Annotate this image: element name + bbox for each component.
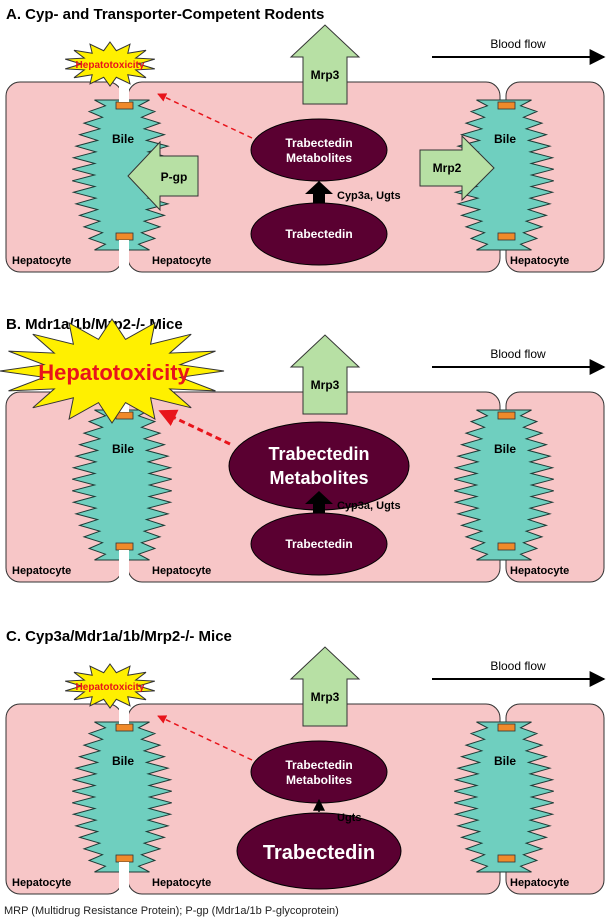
panel-b-toxicity-arrow [158, 409, 231, 446]
panel-c-bile-canaliculus-1 [71, 721, 173, 873]
panel-a-blood-flow-label: Blood flow [490, 37, 546, 51]
panel-a-mrp3-arrow [289, 24, 361, 105]
panel-a-pgp-arrow [127, 140, 199, 212]
panel-c-blood-flow-label: Blood flow [490, 659, 546, 673]
panel-c-mrp3-arrow [289, 646, 361, 727]
panel-b-hepatocyte-label: Hepatocyte [12, 565, 71, 577]
panel-c-hepatocyte-label: Hepatocyte [12, 877, 71, 889]
panel-a-canal-gap [119, 240, 129, 272]
panel-b-hepatocyte-label: Hepatocyte [152, 565, 211, 577]
panel-b-metabolites-label-2: Metabolites [269, 468, 368, 488]
panel-a-metabolites-node [250, 118, 388, 182]
panel-b-enzyme-label: Cyp3a, Ugts [337, 500, 401, 512]
panel-a-title: A. Cyp- and Transporter-Competent Rodent… [6, 6, 324, 23]
panel-c-metabolites-label-2: Metabolites [286, 773, 352, 787]
panel-a-pump [497, 232, 516, 241]
panel-c-metabolites-node [250, 740, 388, 804]
panel-a-conversion-arrow [305, 181, 333, 203]
panel-c-canal-gap [119, 704, 129, 724]
panel-a-group: A. Cyp- and Transporter-Competent Rodent… [5, 6, 606, 273]
panel-c-pump [497, 723, 516, 732]
panel-b-title: B. Mdr1a/1b/Mrp2-/- Mice [6, 316, 183, 333]
panel-b-hepatotoxicity-burst [0, 318, 225, 424]
panel-c-hepatocyte-label: Hepatocyte [152, 877, 211, 889]
panel-b-blood-flow-label: Blood flow [490, 347, 546, 361]
panel-a-pump [497, 101, 516, 110]
panel-c-canal-gap [119, 862, 129, 894]
panel-c-pump [497, 854, 516, 863]
panel-a-enzyme-label: Cyp3a, Ugts [337, 190, 401, 202]
panel-c-hepatotoxicity-label: Hepatotoxicity [76, 682, 145, 693]
panel-b-bile-canaliculus-2 [453, 409, 555, 561]
panel-c-enzyme-label: Ugts [337, 812, 361, 824]
panel-c-title: C. Cyp3a/Mdr1a/1b/Mrp2-/- Mice [6, 628, 232, 645]
panel-b-hepatotoxicity-label: Hepatotoxicity [38, 360, 190, 385]
panel-a-mrp2-arrow [419, 134, 495, 202]
panel-c-bile-label: Bile [112, 754, 134, 768]
panel-a-metabolites-label-2: Metabolites [286, 151, 352, 165]
panel-a-trabectedin-label: Trabectedin [285, 227, 352, 241]
panel-c-trabectedin-node [236, 812, 402, 890]
panel-a-hepatotoxicity-burst [65, 41, 155, 87]
panel-a-bile-label: Bile [112, 132, 134, 146]
panel-c-trabectedin-label: Trabectedin [263, 842, 375, 864]
panel-b-trabectedin-label: Trabectedin [285, 537, 352, 551]
panel-b-mrp3-arrow [289, 334, 361, 415]
panel-a-canal-gap [119, 82, 129, 102]
panel-a-bile-canaliculus-1 [71, 99, 173, 251]
panel-b-mrp3-label: Mrp3 [311, 378, 340, 392]
panel-b-bile-label: Bile [494, 442, 516, 456]
panel-b-pump [497, 411, 516, 420]
panel-a-mrp2-label: Mrp2 [433, 161, 462, 175]
panel-c-mrp3-label: Mrp3 [311, 690, 340, 704]
panel-a-bile-label: Bile [494, 132, 516, 146]
panel-b-conversion-arrow [305, 491, 333, 513]
panel-b-pump [497, 542, 516, 551]
panel-a-hepatocyte-label: Hepatocyte [12, 255, 71, 267]
panel-b-bile-label: Bile [112, 442, 134, 456]
panel-a-hepatocyte-label: Hepatocyte [510, 255, 569, 267]
panel-b-bile-canaliculus-1 [71, 409, 173, 561]
panel-a-hepatocyte-label: Hepatocyte [152, 255, 211, 267]
panel-b-canal-gap [119, 550, 129, 582]
panel-a-pgp-label: P-gp [161, 170, 188, 184]
panel-b-metabolites-label-1: Trabectedin [268, 444, 369, 464]
panel-c-hepatocyte-label: Hepatocyte [510, 877, 569, 889]
panel-b-pump [115, 542, 134, 551]
panel-a-pump [115, 101, 134, 110]
panel-c-pump [115, 854, 134, 863]
panel-a-metabolites-label-1: Trabectedin [285, 136, 352, 150]
panel-b-hepatocyte-label: Hepatocyte [510, 565, 569, 577]
panel-c-pump [115, 723, 134, 732]
panel-a-bile-canaliculus-2 [453, 99, 555, 251]
panel-c-hepatotoxicity-burst [65, 663, 155, 709]
panel-c-bile-canaliculus-2 [453, 721, 555, 873]
panel-a-pump [115, 232, 134, 241]
panel-c-bile-label: Bile [494, 754, 516, 768]
panel-a-hepatotoxicity-label: Hepatotoxicity [76, 60, 145, 71]
panel-a-mrp3-label: Mrp3 [311, 68, 340, 82]
footnote: MRP (Multidrug Resistance Protein); P-gp… [4, 905, 339, 917]
panel-c-metabolites-label-1: Trabectedin [285, 758, 352, 772]
